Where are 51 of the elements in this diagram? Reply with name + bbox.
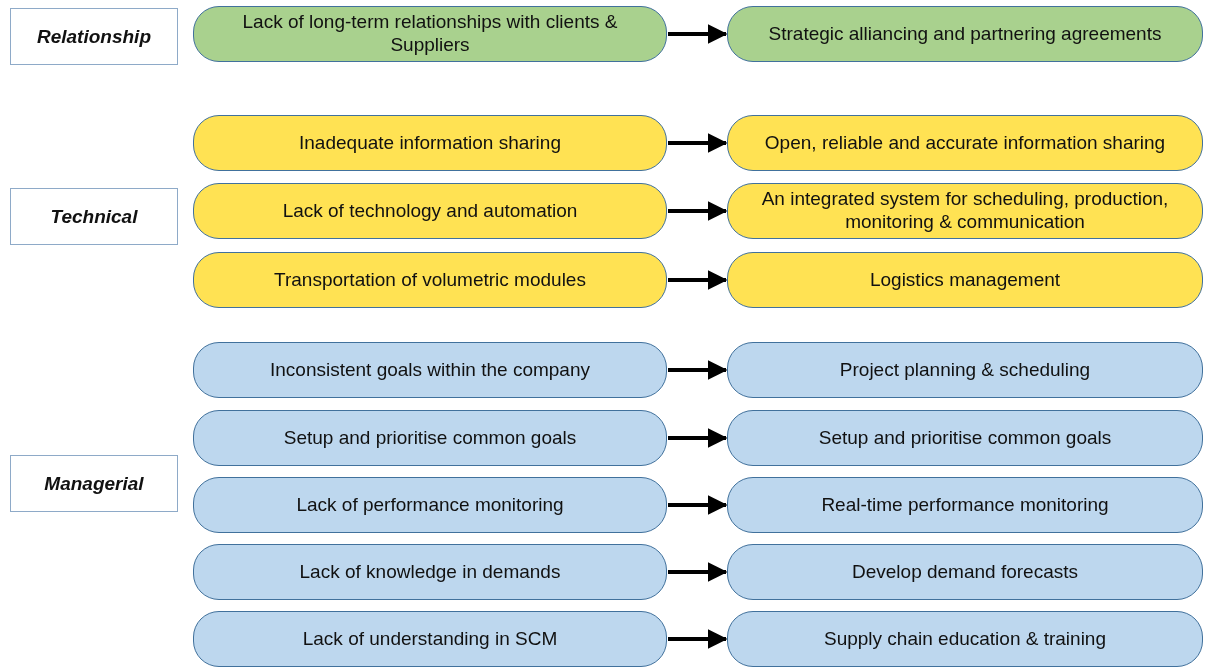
rounded-box [727,410,1203,466]
rounded-box [727,252,1203,308]
rounded-box [193,6,667,62]
category-box [10,8,178,65]
rounded-box [193,115,667,171]
node-text: Relationship [37,25,151,48]
rounded-box [727,611,1203,667]
node-text: Managerial [44,472,144,495]
node-text: Open, reliable and accurate information sharing [764,131,1166,155]
category-box [10,455,178,512]
rounded-box [193,252,667,308]
arrow [668,24,728,44]
rounded-box [193,410,667,466]
arrow [668,133,728,153]
rounded-box [193,544,667,600]
arrow [668,562,728,582]
node-text: Lack of understanding in SCM [302,627,558,651]
node-text: Develop demand forecasts [852,560,1078,584]
category-box [10,188,178,245]
node-text: Inadequate information sharing [299,131,561,155]
arrow [668,495,728,515]
node-text: Lack of technology and automation [282,199,578,223]
rounded-box [193,183,667,239]
rounded-box [727,477,1203,533]
arrow [668,629,728,649]
node-text: Setup and prioritise common goals [818,426,1112,450]
node-text: Logistics management [869,268,1061,292]
arrow [668,201,728,221]
node-text: Inconsistent goals within the company [270,358,590,382]
rounded-box [193,342,667,398]
rounded-box [727,544,1203,600]
node-text: Technical [50,205,138,228]
node-text: Lack of knowledge in demands [299,560,561,584]
node-text: Project planning & scheduling [839,358,1091,382]
rounded-box [727,115,1203,171]
rounded-box [727,183,1203,239]
node-text: Transportation of volumetric modules [274,268,586,292]
node-text: Real-time performance monitoring [821,493,1109,517]
node-text: Strategic alliancing and partnering agreements [768,22,1162,46]
arrow [668,270,728,290]
node-text: Setup and prioritise common goals [283,426,577,450]
node-text: Supply chain education & training [824,627,1106,651]
node-text: Lack of performance monitoring [296,493,564,517]
node-text: An integrated system for scheduling, production, monitoring & communication [760,188,1170,234]
rounded-box [727,342,1203,398]
rounded-box [727,6,1203,62]
rounded-box [193,611,667,667]
rounded-box [193,477,667,533]
arrow [668,360,728,380]
arrow [668,428,728,448]
node-text: Lack of long-term relationships with clients & Suppliers [241,11,619,57]
